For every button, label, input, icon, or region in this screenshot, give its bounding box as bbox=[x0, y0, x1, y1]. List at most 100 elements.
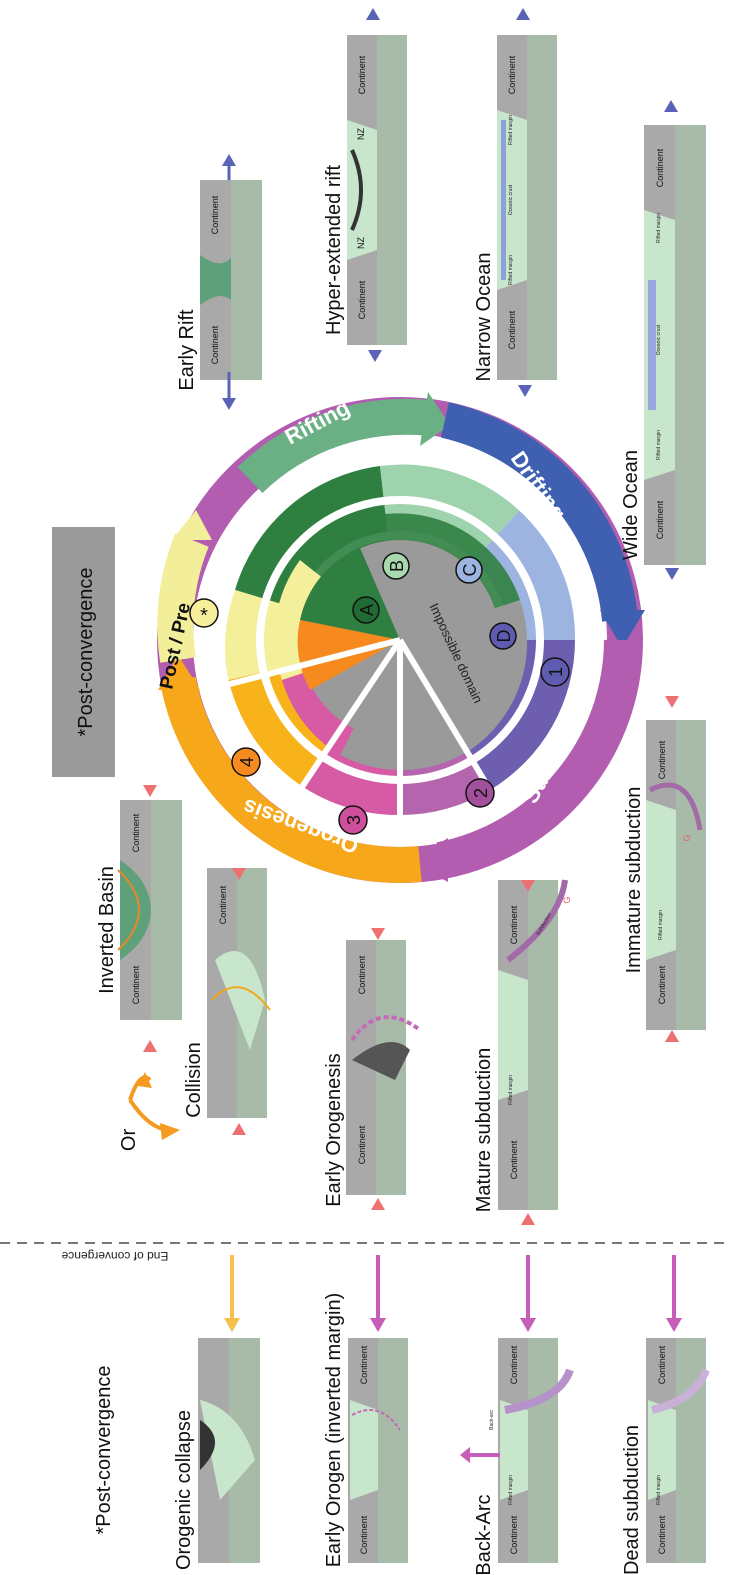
hyper-nz-right: NZ bbox=[356, 128, 366, 140]
orogenesis-arrowhead bbox=[158, 655, 200, 690]
subduction-arrowhead bbox=[410, 838, 448, 882]
hyper-title: Hyper-extended rift bbox=[323, 165, 345, 336]
panel-hyper-extended-rift: NZ NZ Continent Continent Hyper-extended… bbox=[323, 8, 407, 362]
hyper-nz-left: NZ bbox=[356, 237, 366, 249]
back-arc-right: Continent bbox=[509, 1345, 519, 1384]
narrow-rm-right: Rifted margin bbox=[508, 115, 514, 145]
panel-inverted-basin: Continent Continent Inverted Basin bbox=[96, 785, 182, 1052]
svg-text:*: * bbox=[200, 605, 208, 627]
mature-g: G bbox=[562, 896, 572, 903]
svg-text:D: D bbox=[494, 630, 514, 643]
marker-b: B bbox=[382, 552, 410, 580]
inverted-title: Inverted Basin bbox=[96, 866, 118, 994]
svg-text:C: C bbox=[460, 564, 480, 577]
drifting-arrowhead bbox=[600, 610, 645, 648]
mature-left: Continent bbox=[509, 1140, 519, 1179]
panel-wide-ocean: Continent Continent Rifted margin Rifted… bbox=[620, 100, 706, 580]
early-orogen-left: Continent bbox=[359, 1515, 369, 1554]
narrow-left: Continent bbox=[507, 310, 517, 349]
svg-text:3: 3 bbox=[344, 815, 364, 825]
wide-ocean-crust: Oceanic crust bbox=[656, 324, 662, 355]
svg-text:B: B bbox=[387, 560, 407, 572]
panel-collision: Continent Collision bbox=[183, 868, 271, 1135]
marker-d: D bbox=[489, 622, 517, 650]
panel-back-arc: Continent Continent Back-arc Rifted marg… bbox=[460, 1255, 574, 1575]
panel-mature-subduction: Continent Continent Rifted margin Subduc… bbox=[473, 879, 572, 1225]
tectonic-cycle-wheel: Impossible domain Rifting Drifting Subdu… bbox=[156, 392, 645, 883]
narrow-right: Continent bbox=[507, 55, 517, 94]
mature-title: Mature subduction bbox=[473, 1048, 495, 1213]
panel-dead-subduction: Continent Continent Rifted margin Dead s… bbox=[621, 1255, 710, 1575]
orogenic-collapse-title: Orogenic collapse bbox=[173, 1410, 195, 1570]
dead-title: Dead subduction bbox=[621, 1425, 643, 1575]
marker-a: A bbox=[352, 596, 380, 624]
back-arc-rm: Rifted margin bbox=[508, 1475, 514, 1505]
mature-right: Continent bbox=[509, 905, 519, 944]
end-of-convergence-label: End of convergence bbox=[61, 1249, 168, 1263]
post-pre-arrow bbox=[157, 533, 209, 663]
marker-3: 3 bbox=[338, 805, 368, 835]
rifting-arrowhead bbox=[420, 392, 450, 446]
early-orogenesis-right: Continent bbox=[357, 955, 367, 994]
post-convergence-box-label: *Post-convergence bbox=[75, 568, 97, 737]
svg-text:2: 2 bbox=[471, 788, 491, 798]
narrow-ocean-crust: Oceanic crust bbox=[508, 184, 514, 215]
collision-title: Collision bbox=[183, 1042, 205, 1118]
hyper-right: Continent bbox=[357, 55, 367, 94]
immature-left: Continent bbox=[657, 965, 667, 1004]
panel-orogenic-collapse: Orogenic collapse bbox=[173, 1255, 260, 1570]
early-orogenesis-left: Continent bbox=[357, 1125, 367, 1164]
collision-right: Continent bbox=[218, 885, 228, 924]
svg-text:1: 1 bbox=[546, 667, 566, 677]
mature-rm: Rifted margin bbox=[508, 1075, 514, 1105]
orogenesis-arrow bbox=[160, 676, 422, 883]
marker-c: C bbox=[455, 556, 483, 584]
post-pre-arrowhead bbox=[172, 510, 212, 540]
wide-rm-right: Rifted margin bbox=[656, 213, 662, 243]
early-orogenesis-title: Early Orogenesis bbox=[323, 1053, 345, 1206]
narrow-title: Narrow Ocean bbox=[473, 253, 495, 382]
svg-text:A: A bbox=[357, 604, 377, 616]
panel-early-orogenesis: Continent Continent Early Orogenesis bbox=[323, 928, 422, 1210]
wide-rm-left: Rifted margin bbox=[656, 430, 662, 460]
immature-title: Immature subduction bbox=[623, 787, 645, 974]
inverted-right: Continent bbox=[131, 813, 141, 852]
subduction-arrow bbox=[436, 639, 640, 878]
marker-star: * bbox=[189, 598, 219, 628]
marker-2: 2 bbox=[465, 778, 495, 808]
inverted-left: Continent bbox=[131, 965, 141, 1004]
back-arc-left: Continent bbox=[509, 1515, 519, 1554]
early-orogen-title: Early Orogen (inverted margin) bbox=[323, 1293, 345, 1568]
panel-narrow-ocean: Continent Continent Rifted margin Rifted… bbox=[473, 8, 557, 397]
immature-right: Continent bbox=[657, 740, 667, 779]
back-arc-ba: Back-arc bbox=[489, 1410, 495, 1430]
back-arc-title: Back-Arc bbox=[473, 1494, 495, 1575]
or-indicator: Or bbox=[118, 1072, 180, 1151]
panel-early-orogen-inverted: Continent Continent Early Orogen (invert… bbox=[323, 1255, 408, 1567]
immature-rm: Rifted margin bbox=[658, 910, 664, 940]
rifting-arrow bbox=[237, 398, 432, 494]
dead-right: Continent bbox=[657, 1345, 667, 1384]
svg-text:4: 4 bbox=[237, 757, 257, 767]
dead-left: Continent bbox=[657, 1515, 667, 1554]
narrow-rm-left: Rifted margin bbox=[508, 255, 514, 285]
dead-rm: Rifted margin bbox=[656, 1475, 662, 1505]
wide-title: Wide Ocean bbox=[620, 450, 642, 560]
panel-early-rift: Continent Continent Early Rift bbox=[176, 154, 262, 410]
early-rift-right: Continent bbox=[210, 195, 220, 234]
immature-g: G bbox=[682, 834, 692, 841]
early-rift-left: Continent bbox=[210, 325, 220, 364]
drifting-arrow bbox=[440, 402, 638, 622]
post-convergence-box: *Post-convergence bbox=[52, 527, 115, 777]
wide-left: Continent bbox=[655, 500, 665, 539]
wide-right: Continent bbox=[655, 148, 665, 187]
marker-4: 4 bbox=[231, 747, 261, 777]
panel-immature-subduction: Continent Continent Rifted margin G Imma… bbox=[623, 696, 706, 1042]
early-orogen-right: Continent bbox=[359, 1345, 369, 1384]
post-convergence-heading: *Post-convergence bbox=[93, 1366, 115, 1535]
hyper-left: Continent bbox=[357, 280, 367, 319]
early-rift-title: Early Rift bbox=[176, 309, 198, 391]
marker-1: 1 bbox=[540, 657, 570, 687]
or-label: Or bbox=[118, 1129, 140, 1152]
